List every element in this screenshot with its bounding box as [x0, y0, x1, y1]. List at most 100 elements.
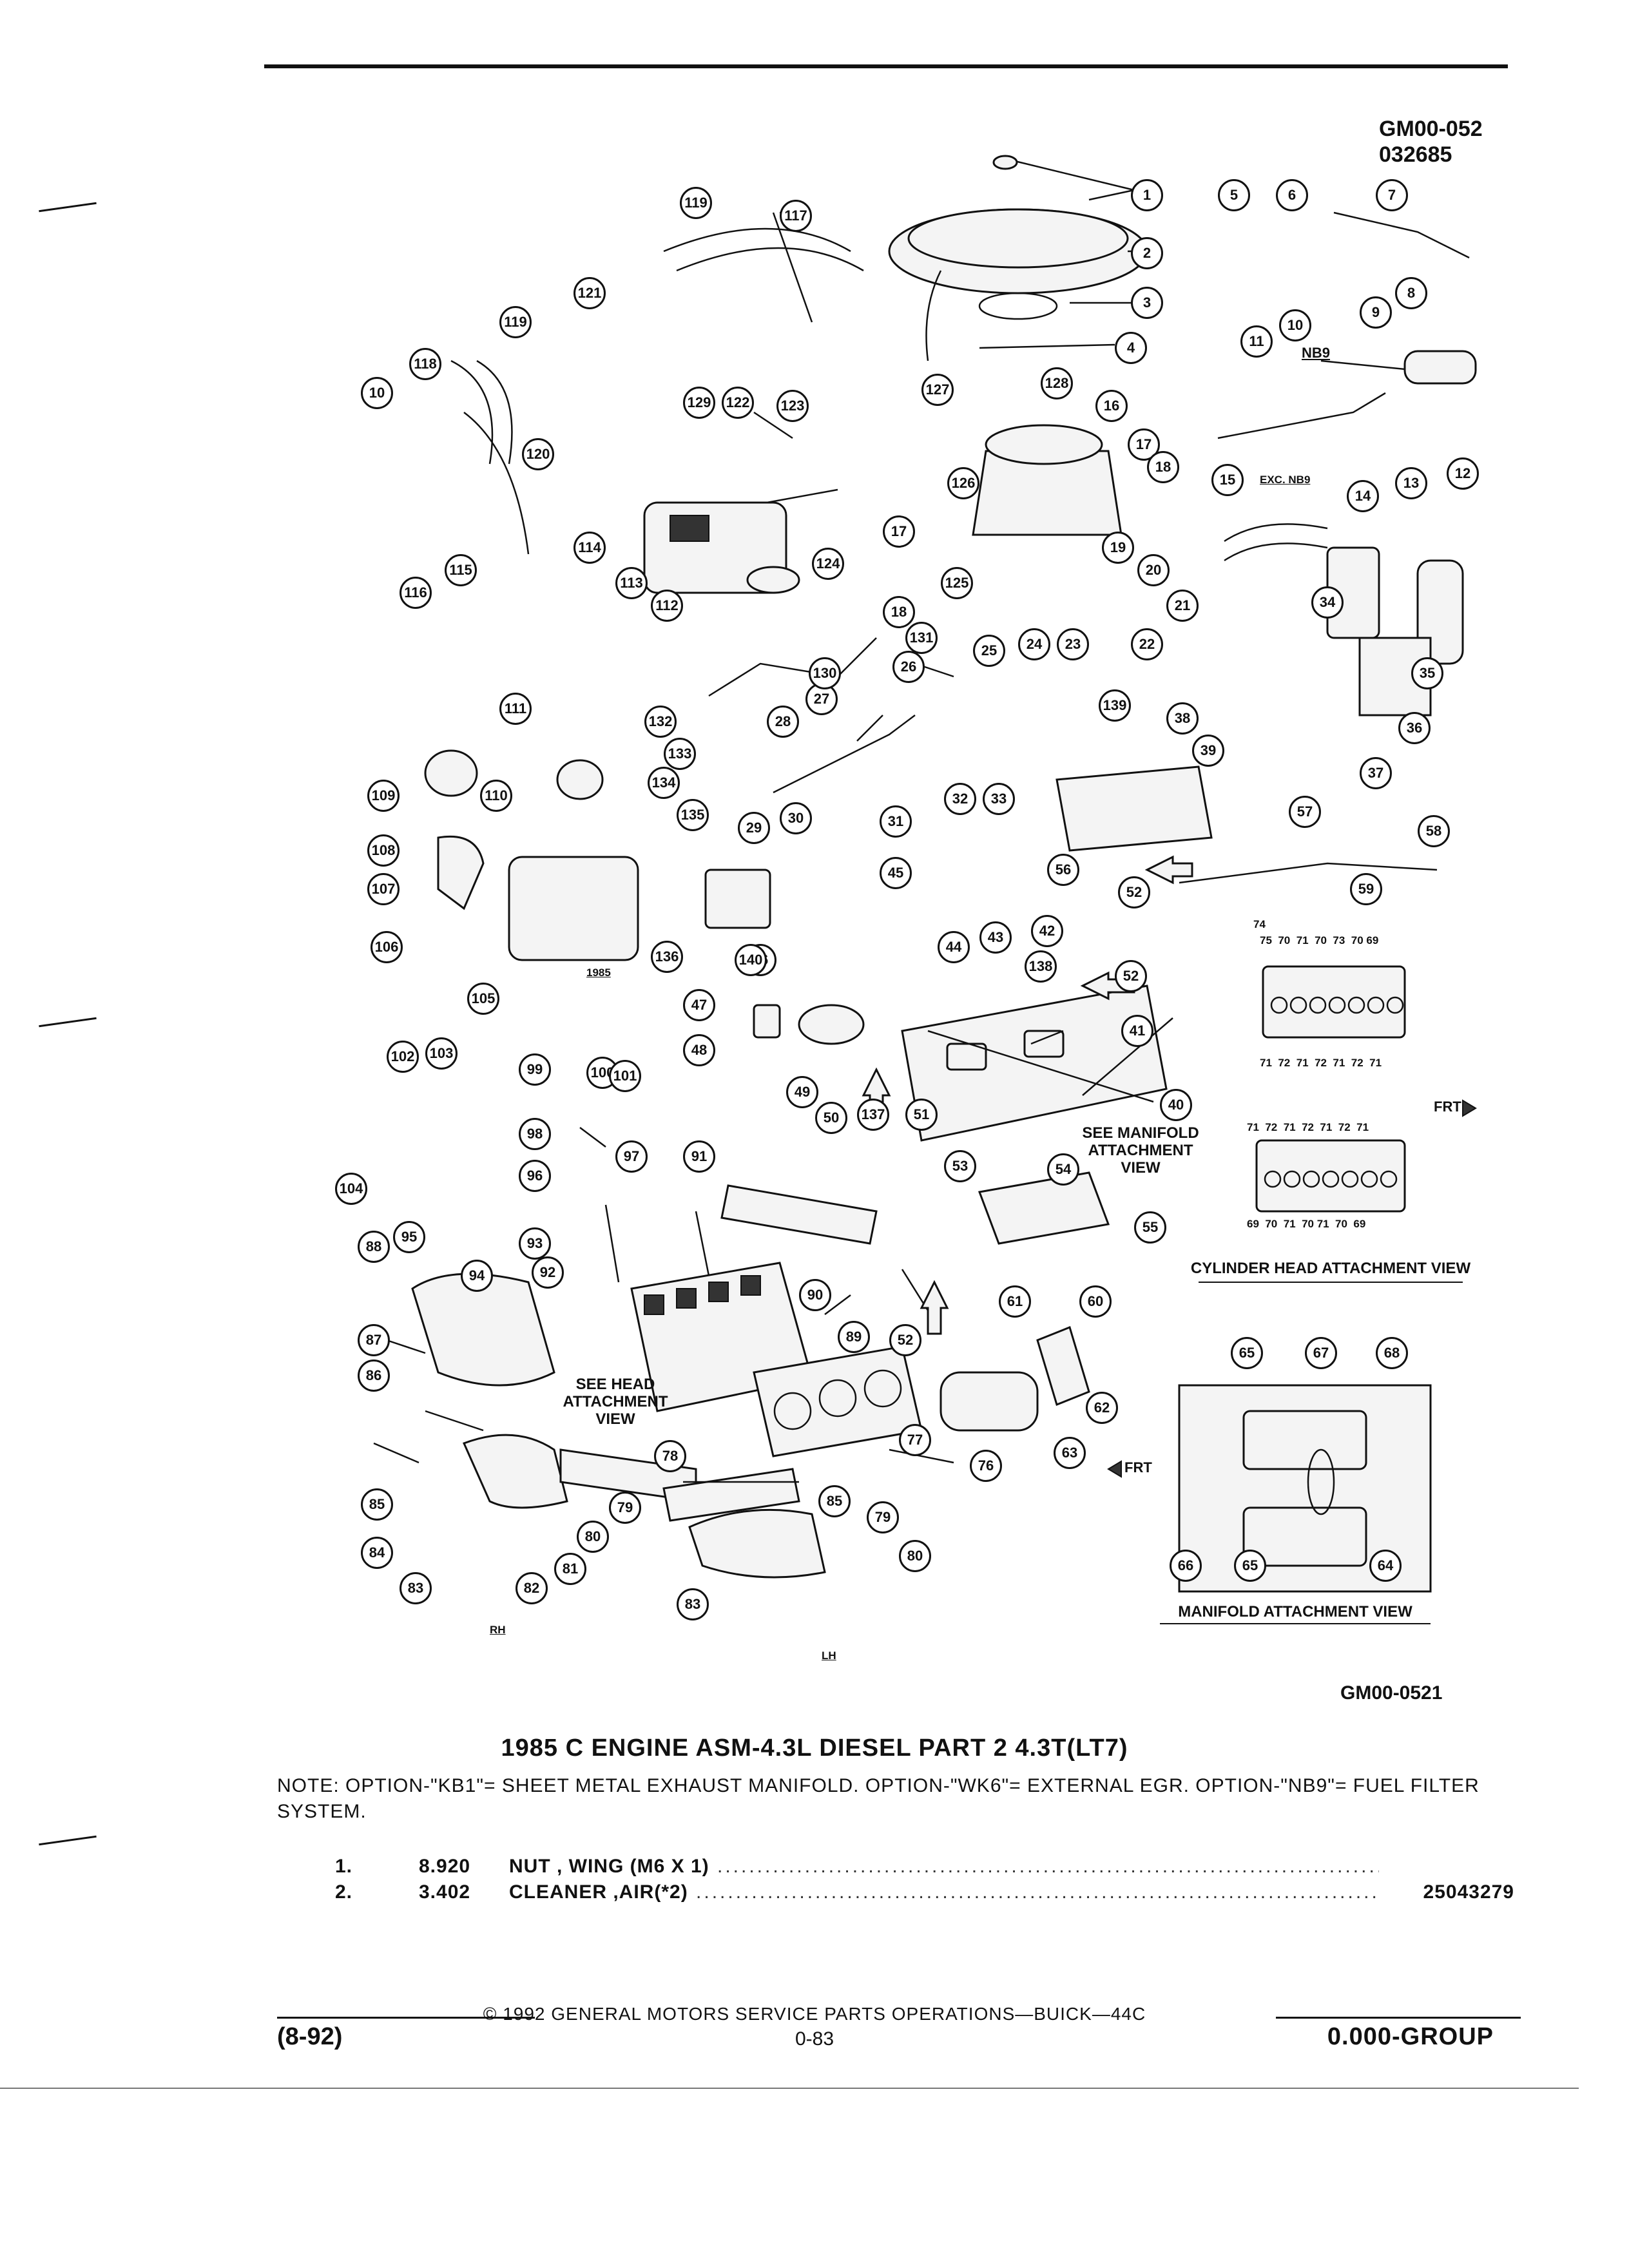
header-subcode: 032685 — [1379, 142, 1452, 167]
cyl-row-lower-top: 71 72 71 72 71 72 71 — [1247, 1121, 1369, 1133]
callout: 36 — [1398, 712, 1431, 744]
callout: 76 — [970, 1450, 1002, 1482]
callout: 67 — [1305, 1337, 1337, 1369]
callout: 22 — [1131, 628, 1163, 660]
callout: 129 — [683, 387, 715, 419]
callout: 97 — [615, 1140, 648, 1173]
callout: 139 — [1099, 689, 1131, 722]
callout: 25 — [973, 635, 1005, 667]
callout: 132 — [644, 706, 677, 738]
callout: 6 — [1276, 179, 1308, 211]
callout: 103 — [425, 1037, 458, 1070]
part-description: NUT , WING (M6 X 1) — [509, 1856, 709, 1877]
date-code: (8-92) — [277, 2023, 343, 2050]
part-description: CLEANER ,AIR(*2) — [509, 1881, 688, 1903]
callout: 34 — [1311, 586, 1344, 619]
callout: 111 — [499, 693, 532, 725]
callout: 26 — [892, 651, 925, 683]
part-item-number: 1. — [335, 1856, 353, 1877]
callout: 38 — [1166, 702, 1199, 735]
lh-label: LH — [822, 1649, 836, 1662]
callout: 56 — [1047, 854, 1079, 886]
callout: 51 — [905, 1099, 938, 1131]
callout: 120 — [522, 438, 554, 470]
callout: 55 — [1134, 1211, 1166, 1244]
callout: 14 — [1347, 480, 1379, 512]
callout: 49 — [786, 1076, 818, 1108]
margin-mark — [39, 1835, 97, 1846]
manifold-view-label: MANIFOLD ATTACHMENT VIEW — [1178, 1603, 1412, 1620]
callout: 102 — [387, 1041, 419, 1073]
callout: 20 — [1137, 554, 1170, 586]
cyl-row-74: 74 — [1253, 918, 1266, 930]
callout: 105 — [467, 983, 499, 1015]
part-number: 25043279 — [1423, 1881, 1514, 1903]
cyl-row-top: 75 70 71 70 73 70 69 — [1260, 934, 1379, 947]
callout: 100 — [586, 1057, 619, 1089]
callout: 68 — [1376, 1337, 1408, 1369]
callout: 140 — [735, 944, 767, 976]
callout: 45 — [880, 857, 912, 889]
callout: 21 — [1166, 590, 1199, 622]
callout: 137 — [857, 1099, 889, 1131]
callout: 127 — [921, 374, 954, 406]
part-number — [1379, 1856, 1514, 1878]
callout: 113 — [615, 567, 648, 599]
callout: 79 — [609, 1492, 641, 1524]
callout: 13 — [1395, 467, 1427, 499]
callout: 8 — [1395, 277, 1427, 309]
callout: 107 — [367, 873, 400, 905]
top-rule — [264, 64, 1508, 68]
callout: 47 — [683, 989, 715, 1021]
page-title: 1985 C ENGINE ASM-4.3L DIESEL PART 2 4.3… — [501, 1735, 1128, 1762]
callout: 9 — [1360, 296, 1392, 329]
callout: 138 — [1025, 950, 1057, 983]
callout: 15 — [1211, 464, 1244, 496]
callout: 18 — [1147, 451, 1179, 483]
group-code: 0.000-GROUP — [1327, 2023, 1494, 2050]
exploded-parts-diagram — [373, 155, 1477, 1624]
callout: 63 — [1054, 1437, 1086, 1469]
callout: 42 — [1031, 915, 1063, 947]
header-code: GM00-052 — [1379, 117, 1483, 141]
footer-rule-left — [277, 2017, 535, 2019]
callout: 52 — [1118, 876, 1150, 908]
callout: 11 — [1240, 325, 1273, 358]
callout: 112 — [651, 590, 683, 622]
callout: 39 — [1192, 735, 1224, 767]
callout: 52 — [1115, 960, 1147, 992]
callout: 62 — [1086, 1392, 1118, 1424]
callout: 40 — [1160, 1089, 1192, 1121]
callout: 65 — [1231, 1337, 1263, 1369]
callout: 65 — [1234, 1550, 1266, 1582]
callout: 78 — [654, 1440, 686, 1472]
callout: 57 — [1289, 796, 1321, 828]
callout: 115 — [445, 554, 477, 586]
see-head-label: SEE HEAD ATTACHMENT VIEW — [563, 1376, 668, 1428]
callout: 64 — [1369, 1550, 1402, 1582]
parts-row: 2. 3.402 CLEANER ,AIR(*2) ..............… — [335, 1881, 1514, 1903]
callout: 96 — [519, 1160, 551, 1192]
callout: 2 — [1131, 237, 1163, 269]
callout: 19 — [1102, 532, 1134, 564]
callout: 125 — [941, 567, 973, 599]
callout: 60 — [1079, 1285, 1112, 1318]
callout: 135 — [677, 799, 709, 831]
callout: 134 — [648, 767, 680, 799]
callout: 18 — [883, 596, 915, 628]
callout: 50 — [815, 1102, 847, 1134]
callout: 126 — [947, 467, 979, 499]
callout: 130 — [809, 657, 841, 689]
callout: 24 — [1018, 628, 1050, 660]
callout: 17 — [883, 515, 915, 548]
callout: 121 — [574, 277, 606, 309]
callout: 88 — [358, 1231, 390, 1263]
callout: 30 — [780, 802, 812, 834]
callout: 32 — [944, 783, 976, 815]
part-catalog-number: 8.920 — [419, 1856, 471, 1877]
callout: 86 — [358, 1360, 390, 1392]
copyright-line: © 1992 GENERAL MOTORS SERVICE PARTS OPER… — [483, 2004, 1146, 2024]
callout: 53 — [944, 1150, 976, 1182]
callout: 10 — [1279, 309, 1311, 341]
front-label: FRT — [1434, 1099, 1461, 1115]
